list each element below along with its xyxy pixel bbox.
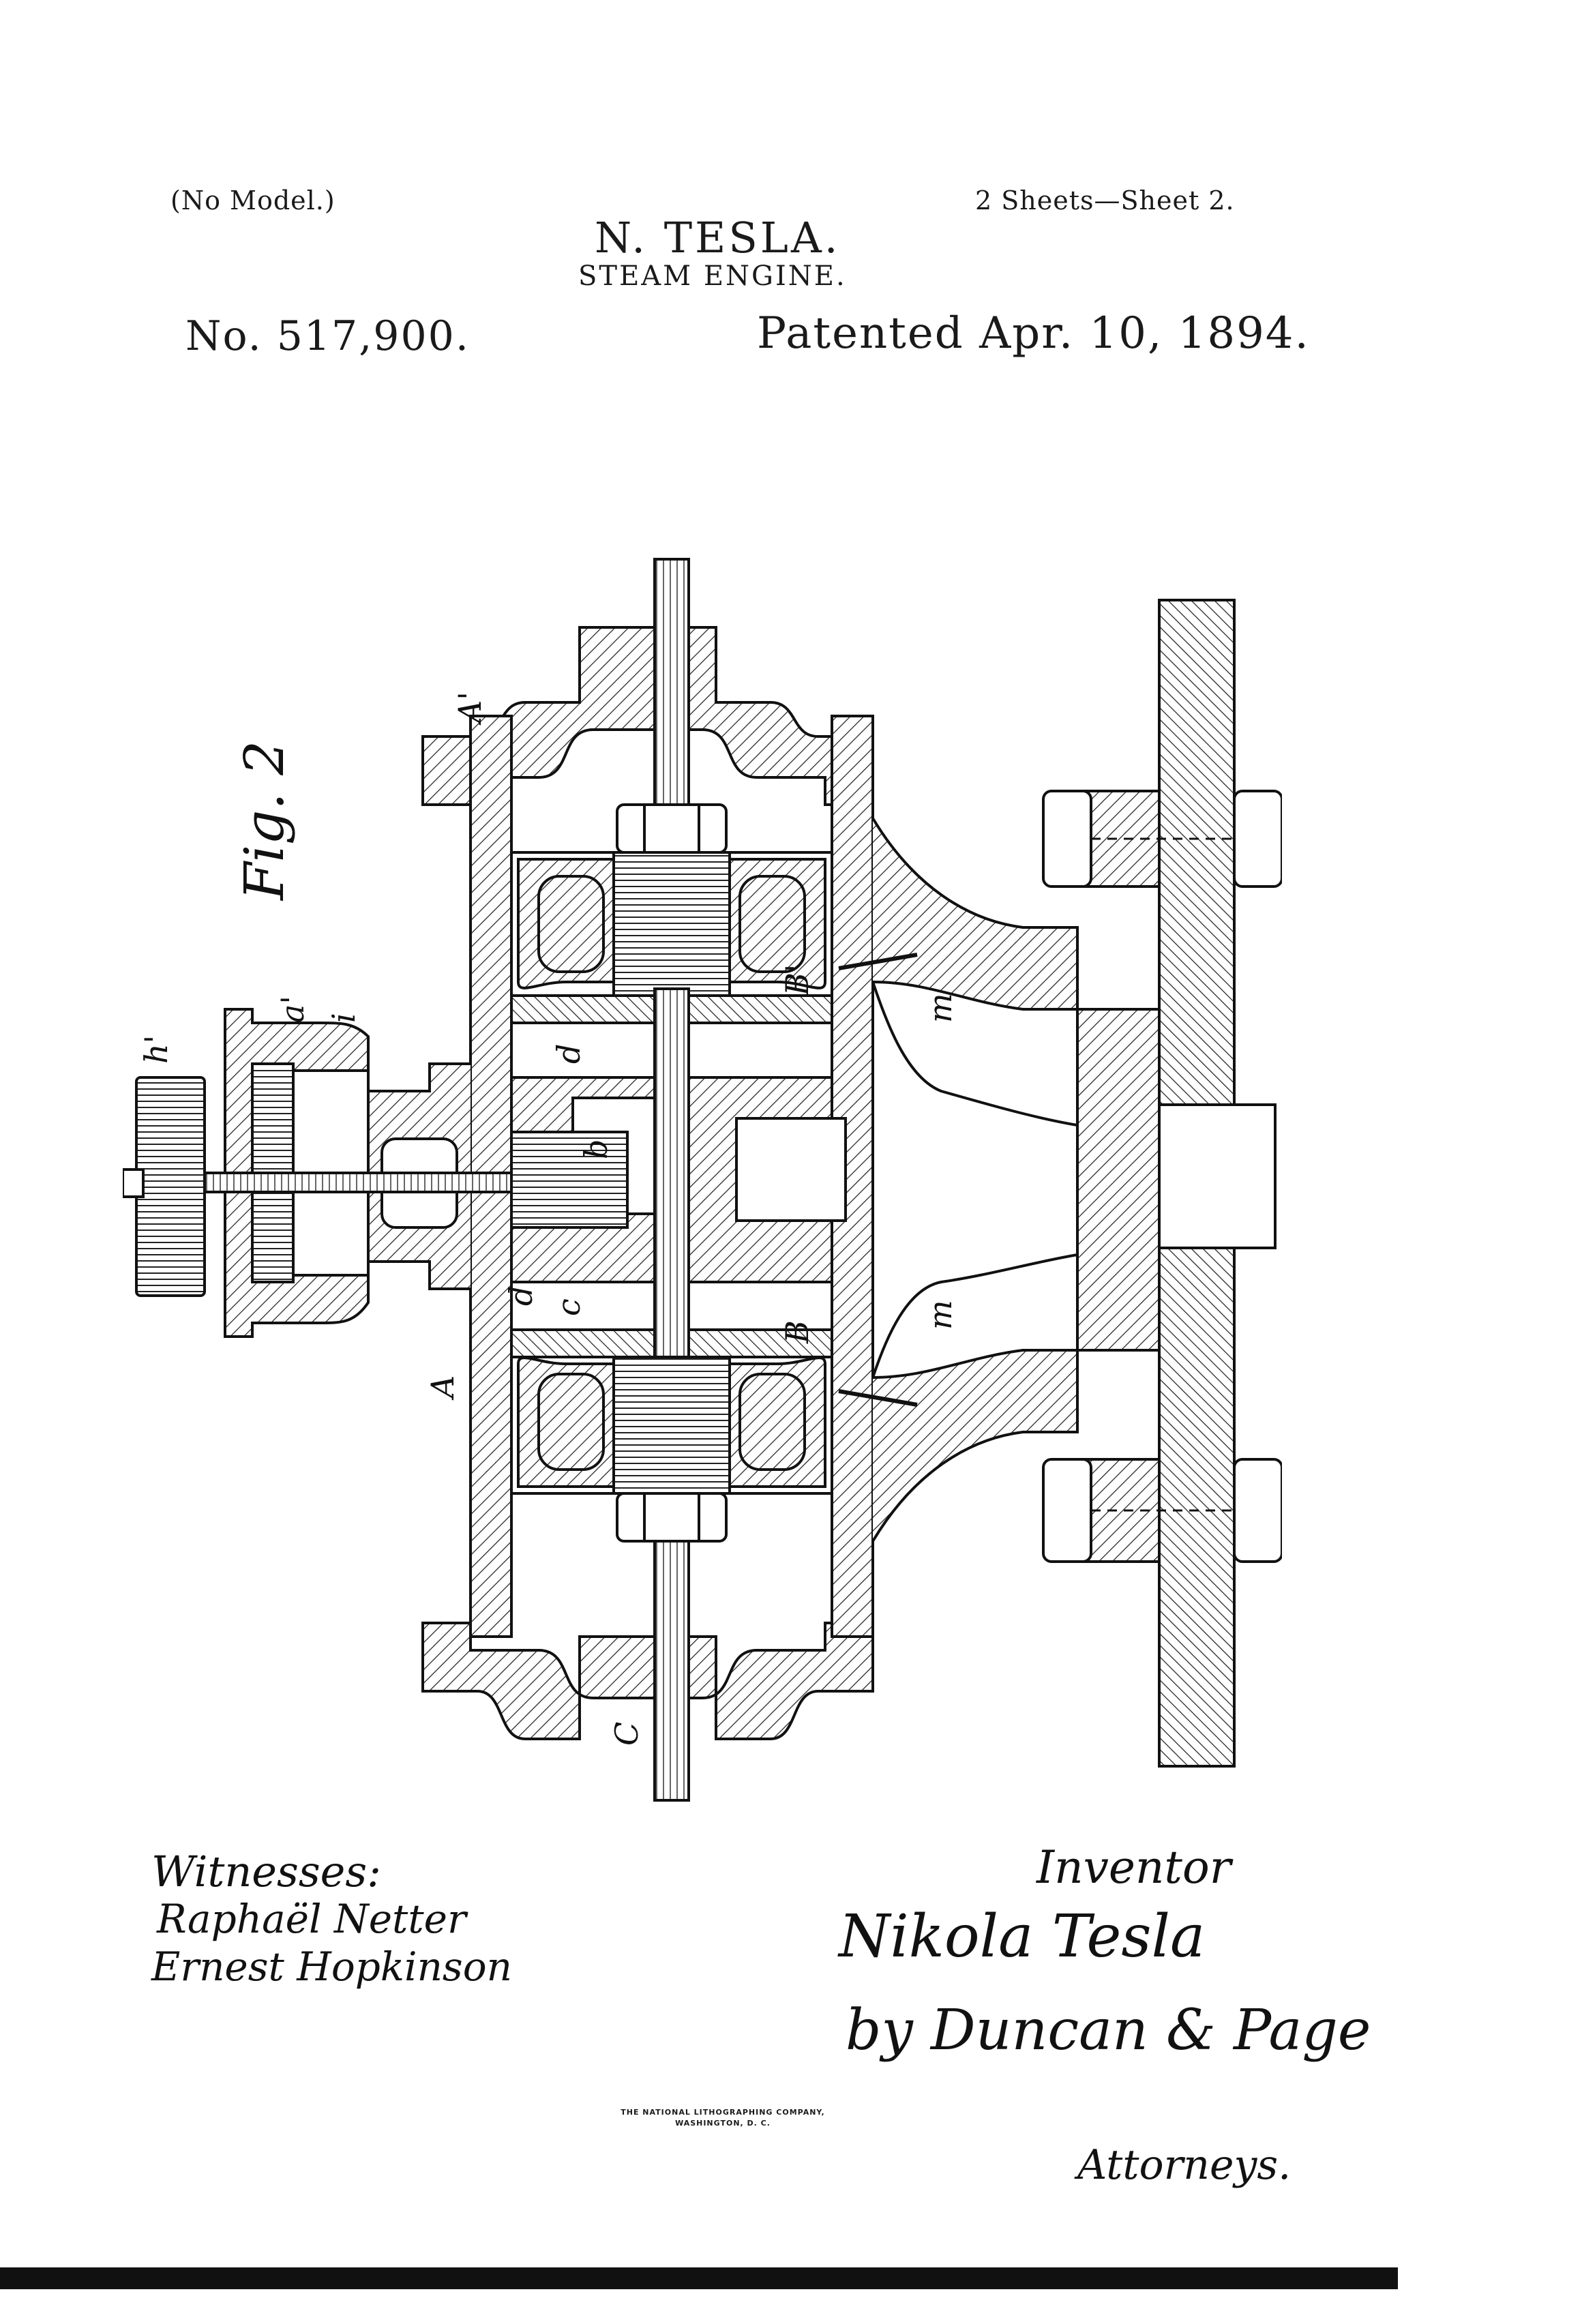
- label-a: A: [424, 1375, 461, 1401]
- sheet-number: 2 Sheets—Sheet 2.: [975, 185, 1235, 215]
- label-m-bottom: m: [922, 1300, 959, 1330]
- patent-number: No. 517,900.: [185, 312, 470, 360]
- inventor-label: Inventor: [1036, 1841, 1232, 1894]
- label-b-prime: B': [779, 964, 816, 996]
- scan-edge-bar: [0, 2267, 1398, 2289]
- invention-title: STEAM ENGINE.: [578, 260, 847, 292]
- patent-date: Patented Apr. 10, 1894.: [757, 308, 1310, 359]
- label-i: i: [325, 1013, 362, 1023]
- label-b-small: b: [578, 1139, 614, 1159]
- figure-label: Fig. 2: [233, 741, 296, 902]
- label-c-small: c: [550, 1298, 587, 1316]
- attorney-signature: by Duncan & Page: [846, 1998, 1371, 2063]
- inventor-signature: Nikola Tesla: [839, 1903, 1206, 1971]
- attorneys-label: Attorneys.: [1077, 2141, 1292, 2189]
- label-d-top: d: [550, 1044, 587, 1064]
- witness-signature-2: Ernest Hopkinson: [151, 1943, 512, 1990]
- witness-signature-1: Raphaël Netter: [157, 1896, 466, 1942]
- lithographer-line-2: WASHINGTON, D. C.: [675, 2119, 771, 2128]
- lithographer-line-1: THE NATIONAL LITHOGRAPHING COMPANY,: [621, 2108, 825, 2117]
- label-d-bottom: d: [503, 1286, 539, 1306]
- label-m-top: m: [922, 993, 959, 1023]
- no-model-note: (No Model.): [170, 185, 335, 215]
- label-a-prime-small: a': [274, 996, 311, 1023]
- label-a-prime: A': [451, 691, 488, 726]
- label-c-upper: C: [608, 1722, 645, 1746]
- inventor-name: N. TESLA.: [595, 213, 841, 263]
- witnesses-label: Witnesses:: [151, 1847, 382, 1896]
- label-h-prime: h': [138, 1035, 175, 1064]
- figure-2-drawing: Fig. 2 A' A B' B C h' a' i d b c d m m: [123, 558, 1282, 1802]
- label-b: B: [779, 1320, 816, 1344]
- lithographer-imprint: THE NATIONAL LITHOGRAPHING COMPANY, WASH…: [573, 2107, 873, 2129]
- engine-section: [123, 558, 1282, 1802]
